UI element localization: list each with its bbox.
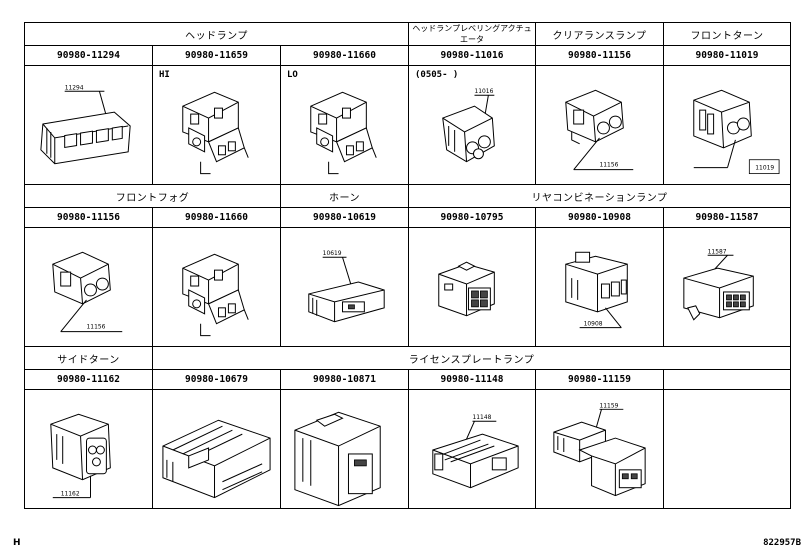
callout-label: 10619 — [323, 250, 342, 257]
callout-label: 11016 — [474, 88, 493, 95]
connector-cell: 11148 — [408, 389, 536, 509]
part-number: 90980-11019 — [663, 45, 791, 66]
row1-illustrations: 11294 HI — [24, 65, 791, 185]
row1-header: ヘッドランプ ヘッドランプレベリングアクチュエータ クリアランスランプ フロント… — [24, 22, 791, 46]
connector-cell — [152, 389, 281, 509]
header-side-turn: サイドターン — [24, 346, 153, 370]
connector-drawing-11587: 11587 — [683, 248, 754, 321]
header-clearance-lamp: クリアランスランプ — [535, 22, 664, 46]
footer-left-mark: H — [13, 538, 21, 548]
part-number: 90980-11659 — [152, 45, 281, 66]
row3-illustrations: 11162 — [24, 389, 791, 509]
row2-header: フロントフォグ ホーン リヤコンビネーションランプ — [24, 184, 791, 208]
connector-drawing-11659 — [182, 91, 249, 175]
callout-label: 11156 — [600, 162, 619, 169]
connector-catalog-sheet: ヘッドランプ ヘッドランプレベリングアクチュエータ クリアランスランプ フロント… — [24, 22, 791, 522]
connector-drawing-11156: 11156 — [565, 89, 634, 171]
header-front-turn: フロントターン — [663, 22, 791, 46]
connector-drawing-11660 — [310, 91, 377, 175]
part-number: 90980-10679 — [152, 369, 281, 390]
connector-drawing-11162: 11162 — [50, 413, 111, 499]
connector-cell: 11294 — [24, 65, 153, 185]
connector-drawing-10619: 10619 — [308, 250, 385, 323]
connector-drawing-11159: 11159 — [553, 402, 646, 497]
part-number: 90980-11587 — [663, 207, 791, 228]
part-number: 90980-10795 — [408, 207, 536, 228]
connector-cell: 10908 — [535, 227, 664, 347]
callout-label: 11294 — [65, 84, 84, 91]
connector-drawing-11156-fog: 11156 — [52, 251, 123, 333]
part-number: 90980-11148 — [408, 369, 536, 390]
variant-note-hi: HI — [159, 70, 170, 80]
part-number: 90980-11016 — [408, 45, 536, 66]
callout-label: 11587 — [708, 248, 727, 255]
header-front-fog: フロントフォグ — [24, 184, 281, 208]
callout-label: 11019 — [755, 165, 774, 172]
connector-cell: 11159 — [535, 389, 664, 509]
variant-note-date: (0505- ) — [415, 70, 459, 80]
row1-part-numbers: 90980-11294 90980-11659 90980-11660 9098… — [24, 45, 791, 66]
part-number: 90980-11159 — [535, 369, 664, 390]
connector-cell: HI — [152, 65, 281, 185]
row3-header: サイドターン ライセンスプレートランプ — [24, 346, 791, 370]
connector-cell — [408, 227, 536, 347]
part-number: 90980-10871 — [280, 369, 409, 390]
part-number: 90980-10908 — [535, 207, 664, 228]
header-horn: ホーン — [280, 184, 409, 208]
part-number: 90980-11660 — [280, 45, 409, 66]
connector-drawing-10908: 10908 — [565, 251, 628, 329]
callout-label: 11148 — [472, 414, 491, 421]
empty-cell — [663, 389, 791, 509]
connector-table: ヘッドランプ ヘッドランプレベリングアクチュエータ クリアランスランプ フロント… — [24, 22, 791, 509]
connector-drawing-11148: 11148 — [432, 414, 519, 489]
footer-figure-code: 822957B — [763, 538, 801, 548]
part-number: 90980-11156 — [24, 207, 153, 228]
connector-cell: 11156 — [535, 65, 664, 185]
header-headlamp: ヘッドランプ — [24, 22, 409, 46]
connector-cell: 11587 — [663, 227, 791, 347]
connector-cell: 10619 — [280, 227, 409, 347]
header-rear-combination-lamp: リヤコンビネーションランプ — [408, 184, 791, 208]
connector-drawing-11294: 11294 — [40, 84, 131, 165]
connector-drawing-10871 — [294, 411, 381, 507]
part-number-empty — [663, 369, 791, 390]
callout-label: 11159 — [600, 402, 619, 409]
connector-cell: 11019 — [663, 65, 791, 185]
connector-cell — [152, 227, 281, 347]
connector-cell: LO — [280, 65, 409, 185]
connector-cell: 11162 — [24, 389, 153, 509]
connector-drawing-11019: 11019 — [693, 89, 780, 175]
callout-label: 11162 — [61, 491, 80, 498]
part-number: 90980-11294 — [24, 45, 153, 66]
connector-drawing-10679 — [162, 419, 271, 499]
part-number: 90980-11156 — [535, 45, 664, 66]
row3-part-numbers: 90980-11162 90980-10679 90980-10871 9098… — [24, 369, 791, 390]
connector-drawing-10795 — [438, 261, 495, 317]
part-number: 90980-10619 — [280, 207, 409, 228]
connector-drawing-11016: 11016 — [442, 88, 495, 163]
connector-cell — [280, 389, 409, 509]
connector-cell: 11156 — [24, 227, 153, 347]
callout-label: 11156 — [87, 324, 106, 331]
connector-drawing-11660-fog — [182, 253, 249, 337]
part-number: 90980-11660 — [152, 207, 281, 228]
part-number: 90980-11162 — [24, 369, 153, 390]
connector-cell: (0505- ) 11016 — [408, 65, 536, 185]
variant-note-lo: LO — [287, 70, 298, 80]
row2-part-numbers: 90980-11156 90980-11660 90980-10619 9098… — [24, 207, 791, 228]
row2-illustrations: 11156 10619 — [24, 227, 791, 347]
header-headlamp-leveling-actuator: ヘッドランプレベリングアクチュエータ — [408, 22, 536, 46]
callout-label: 10908 — [584, 321, 603, 328]
header-license-plate-lamp: ライセンスプレートランプ — [152, 346, 791, 370]
